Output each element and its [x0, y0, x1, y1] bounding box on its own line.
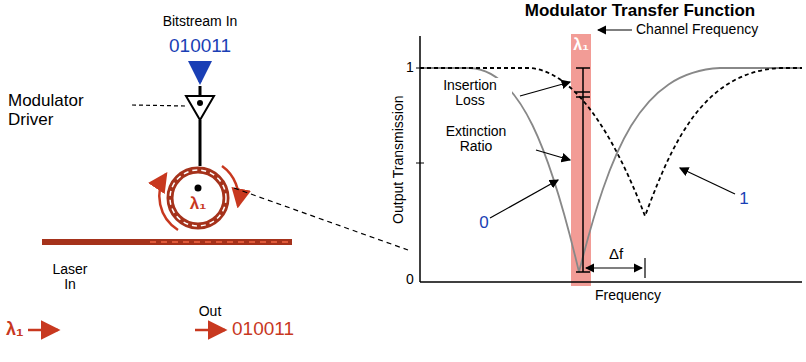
measure-tick: [576, 91, 590, 93]
driver-leader: [132, 105, 186, 106]
x-axis: [420, 281, 802, 283]
bus-waveguide: [42, 239, 292, 245]
bitstream-in: 010011: [169, 36, 231, 57]
il-leader: [520, 82, 570, 96]
ring-resonator: λ₁: [166, 166, 230, 230]
driver-triangle: [186, 96, 214, 120]
measure-tick: [576, 271, 590, 273]
curve-1: [420, 68, 802, 216]
extinction-ratio-label: Extinction Ratio: [434, 124, 518, 155]
driver-wire: [199, 86, 202, 96]
measure-bar: [582, 68, 584, 272]
y-axis-label: Output Transmission: [390, 96, 405, 224]
y-axis: [419, 36, 421, 282]
bitstream-out: 010011: [232, 319, 294, 340]
y-tick-label: 1: [406, 60, 414, 75]
measure-tick: [576, 96, 590, 98]
x-axis-label: Frequency: [595, 288, 661, 303]
tick: [416, 163, 424, 164]
measure-tick: [576, 67, 590, 69]
er-leader: [536, 150, 570, 160]
channel-leader: [598, 29, 632, 30]
bus-light: [150, 241, 292, 243]
out-label: Out: [199, 304, 222, 319]
driver-label: Modulator Driver: [8, 92, 108, 129]
laser-label: Laser In: [45, 262, 95, 293]
laser-arrow: [28, 329, 58, 332]
zoom-leader: [234, 188, 408, 250]
channel-wavelength: λ₁: [573, 36, 589, 54]
curve-label: 0: [479, 214, 488, 233]
driver-wire: [199, 120, 202, 166]
plot-title: Modulator Transfer Function: [525, 2, 755, 21]
out-arrow: [195, 329, 225, 332]
curve1-leader: [680, 168, 735, 194]
input-label: Bitstream In: [163, 14, 238, 29]
delta-f-arrow: [586, 267, 642, 268]
insertion-loss-label: Insertion Loss: [428, 78, 512, 109]
curve-0: [420, 68, 802, 272]
channel-label: Channel Frequency: [636, 22, 758, 37]
y-tick-label: 0: [406, 272, 414, 287]
curve-label: 1: [739, 190, 748, 209]
input-arrow: [199, 62, 202, 82]
driver-dot: [197, 100, 203, 106]
delta-f-label: Δf: [607, 246, 625, 263]
ring-wavelength: λ₁: [166, 194, 230, 214]
delta-f-tick: [644, 258, 645, 278]
curve0-leader: [490, 180, 558, 218]
input-wavelength: λ₁: [6, 320, 23, 340]
